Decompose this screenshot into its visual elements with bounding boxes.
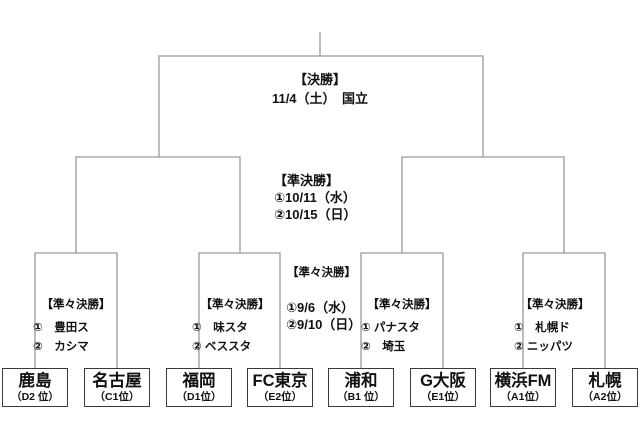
- team-seed: （B1 位）: [337, 391, 385, 403]
- venue-qf1-game1: ① 豊田ス: [33, 322, 89, 334]
- venue-qf4-game1: ① 札幌ド: [514, 322, 570, 334]
- venue-block-qf3: 【準々決勝】 ① パナスタ ② 埼玉: [358, 296, 446, 357]
- final-round-label: 【決勝】 11/4（土） 国立: [160, 70, 480, 108]
- team-box-nagoya: 名古屋 （C1位）: [84, 368, 150, 407]
- team-name: 鹿島: [18, 372, 52, 390]
- team-seed: （A1位）: [500, 391, 546, 403]
- team-seed: （A2位）: [582, 391, 628, 403]
- team-name: 福岡: [182, 372, 216, 390]
- venue-qf2-game1: ① 味スタ: [192, 322, 248, 334]
- team-seed: （D1位）: [176, 391, 222, 403]
- team-name: 横浜FM: [494, 372, 552, 390]
- team-name: 名古屋: [92, 372, 142, 390]
- final-round-schedule: 11/4（土） 国立: [271, 91, 369, 106]
- quarterfinal-1-connector: [34, 252, 118, 368]
- venue-qf4-game2: ② ニッパツ: [514, 341, 573, 353]
- venue-block-qf2-title: 【準々決勝】: [200, 299, 270, 311]
- venue-block-qf4-title: 【準々決勝】: [520, 299, 590, 311]
- semifinal-right-connector: [401, 156, 565, 253]
- quarterfinal-date-2: ②9/10（日）: [286, 316, 362, 332]
- semifinal-date-1: ①10/11（水）: [274, 190, 356, 205]
- venue-block-qf4: 【準々決勝】 ① 札幌ド ② ニッパツ: [511, 296, 599, 357]
- venue-block-qf1: 【準々決勝】 ① 豊田ス ② カシマ: [30, 296, 122, 357]
- venue-qf3-game1: ① パナスタ: [361, 322, 420, 334]
- team-name: 浦和: [344, 372, 378, 390]
- semifinal-round-label: 【準決勝】 ①10/11（水） ②10/15（日）: [274, 172, 357, 223]
- semifinal-round-title: 【準決勝】: [274, 173, 340, 188]
- team-seed: （E2位）: [257, 391, 303, 403]
- team-seed: （D2 位）: [11, 391, 59, 403]
- semifinal-date-2: ②10/15（日）: [274, 207, 357, 222]
- final-connector: [158, 55, 484, 157]
- venue-qf2-game2: ② ベススタ: [192, 341, 252, 353]
- team-name: 札幌: [588, 372, 622, 390]
- team-name: FC東京: [252, 372, 308, 390]
- team-box-kashima: 鹿島 （D2 位）: [2, 368, 68, 407]
- venue-qf1-game2: ② カシマ: [33, 341, 89, 353]
- team-box-yokohamafm: 横浜FM （A1位）: [490, 368, 556, 407]
- final-round-title: 【決勝】: [293, 72, 346, 87]
- team-seed: （E1位）: [420, 391, 466, 403]
- team-box-gosaka: G大阪 （E1位）: [410, 368, 476, 407]
- semifinal-left-connector: [75, 156, 241, 253]
- venue-qf3-game2: ② 埼玉: [361, 341, 406, 353]
- quarterfinal-2-connector: [198, 252, 281, 368]
- team-box-fukuoka: 福岡 （D1位）: [166, 368, 232, 407]
- venue-block-qf1-title: 【準々決勝】: [41, 299, 111, 311]
- quarterfinal-3-connector: [360, 252, 444, 368]
- venue-block-qf3-title: 【準々決勝】: [367, 299, 437, 311]
- quarterfinal-round-title: 【準々決勝】: [287, 267, 356, 279]
- quarterfinal-date-1: ①9/6（水）: [286, 300, 355, 315]
- quarterfinal-4-connector: [522, 252, 606, 368]
- venue-block-qf2: 【準々決勝】 ① 味スタ ② ベススタ: [189, 296, 281, 357]
- team-name: G大阪: [420, 372, 466, 390]
- quarterfinal-dates: ①9/6（水） ②9/10（日）: [286, 300, 361, 333]
- team-seed: （C1位）: [94, 391, 140, 403]
- team-box-urawa: 浦和 （B1 位）: [328, 368, 394, 407]
- team-box-sapporo: 札幌 （A2位）: [572, 368, 638, 407]
- team-box-fctokyo: FC東京 （E2位）: [247, 368, 313, 407]
